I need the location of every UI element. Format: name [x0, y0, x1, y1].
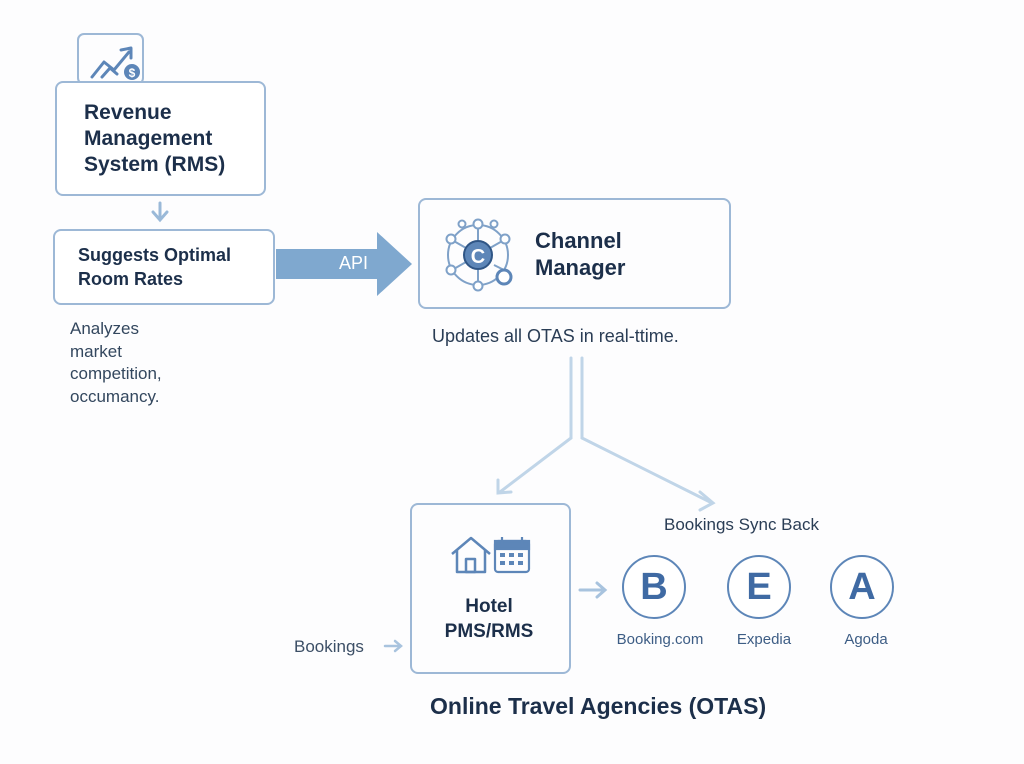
bookings-sync-label: Bookings Sync Back	[664, 515, 819, 534]
ota-booking-label: Booking.com	[616, 631, 704, 648]
rms-down-arrow	[151, 201, 169, 223]
ota-expedia-logo: E	[727, 555, 791, 619]
bookings-label: Bookings	[294, 637, 364, 656]
network-hub-icon	[445, 218, 513, 292]
ota-expedia-label: Expedia	[736, 631, 792, 648]
analyzes-note: Analyzes market competition, occumancy.	[70, 319, 162, 406]
growth-chart-dollar-icon: $	[90, 46, 140, 80]
bookings-arrow	[383, 639, 403, 653]
calendar-icon	[493, 537, 531, 574]
channel-icon-letter: C	[471, 246, 485, 268]
channel-manager-box	[418, 198, 731, 309]
api-arrow	[276, 232, 412, 296]
updates-note: Updates all OTAS in real-ttime.	[432, 326, 679, 346]
rms-box	[55, 81, 266, 196]
channel-manager-title: Channel Manager	[535, 228, 626, 280]
rms-title: Revenue Management System (RMS)	[84, 101, 226, 176]
otas-title: Online Travel Agencies (OTAS)	[430, 693, 767, 719]
suggest-rates-text: Suggests Optimal Room Rates	[78, 245, 232, 289]
house-icon	[451, 536, 491, 574]
rms-icon-badge	[77, 33, 144, 85]
channel-to-otas-connector	[496, 356, 716, 512]
ota-agoda-label: Agoda	[844, 631, 888, 648]
ota-agoda-logo: A	[830, 555, 894, 619]
ota-booking-logo: B	[622, 555, 686, 619]
suggest-rates-box	[53, 229, 275, 305]
hotel-pms-title: Hotel PMS/RMS	[444, 596, 534, 642]
hotel-pms-box	[410, 503, 571, 674]
svg-text:$: $	[129, 66, 136, 80]
hotel-to-otas-arrow	[578, 581, 608, 599]
api-label: API	[339, 253, 369, 273]
